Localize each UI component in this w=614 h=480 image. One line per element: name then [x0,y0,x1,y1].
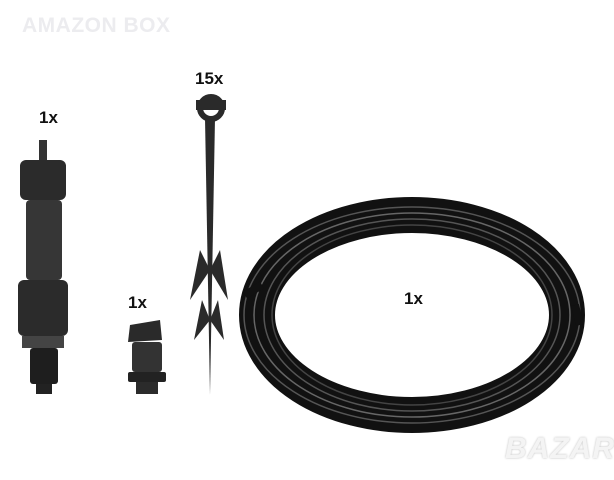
ground-stake [190,94,228,395]
quantity-label-stake: 15x [195,69,224,88]
tap-connector [18,140,68,394]
watermark-text: AMAZON BOX [22,14,171,37]
quantity-label-connector: 1x [39,108,58,127]
quantity-label-hose: 1x [404,289,423,308]
bazar-logo: BAZAR [505,432,614,465]
end-plug [128,320,166,394]
quantity-label-plug: 1x [128,293,147,312]
drip-hose-coil [239,197,585,433]
